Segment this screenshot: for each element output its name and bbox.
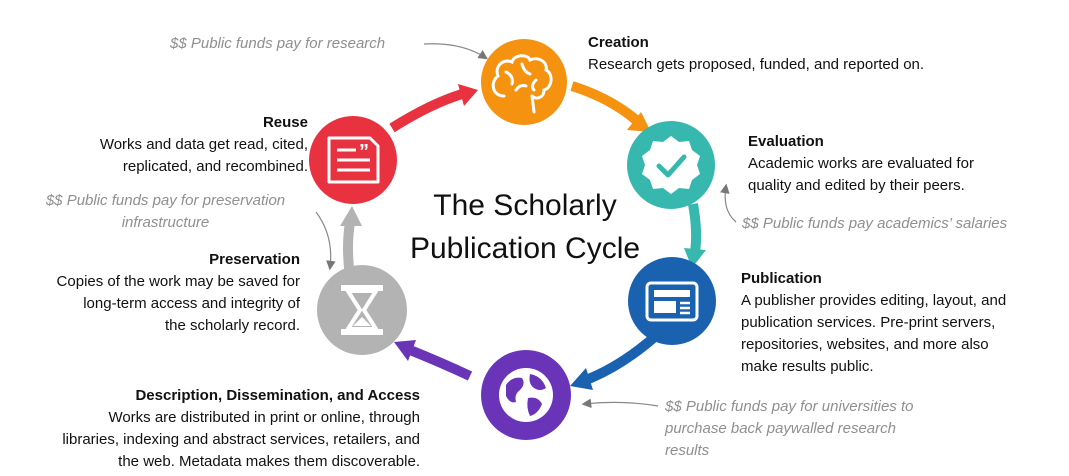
preservation-desc-line: long-term access and integrity of — [83, 295, 300, 312]
note-university-funding: $$ Public funds pay for universities to … — [665, 396, 913, 462]
creation-text: Creation Research gets proposed, funded,… — [588, 32, 924, 76]
diagram-title: The Scholarly Publication Cycle — [380, 184, 670, 270]
creation-node — [481, 39, 567, 125]
description-node — [481, 350, 571, 440]
checkmark-badge-icon — [642, 136, 700, 194]
evaluation-text: Evaluation Academic works are evaluated … — [748, 131, 974, 197]
svg-text:”: ” — [359, 141, 369, 163]
note-preservation-line: infrastructure — [121, 214, 210, 231]
preservation-heading: Preservation — [209, 251, 300, 268]
note-pointers — [315, 43, 737, 409]
evaluation-node — [627, 121, 715, 209]
quote-document-icon: ” — [327, 136, 380, 184]
title-line-1: The Scholarly — [433, 189, 617, 222]
publication-desc-line: make results public. — [741, 358, 874, 375]
note-research-funding: $$ Public funds pay for research — [170, 35, 386, 52]
description-heading: Description, Dissemination, and Access — [135, 387, 420, 404]
publication-node — [628, 257, 716, 345]
publication-desc-line: publication services. Pre-print servers, — [741, 314, 996, 331]
note-preservation-line: $$ Public funds pay for preservation — [45, 192, 286, 209]
arrow-description-to-preservation — [394, 340, 473, 381]
note-university-line: purchase back paywalled research — [665, 420, 896, 437]
preservation-desc-line: the scholarly record. — [164, 317, 300, 334]
evaluation-heading: Evaluation — [748, 133, 824, 150]
description-desc-line: the web. Metadata makes them discoverabl… — [118, 453, 420, 470]
evaluation-desc-line: Academic works are evaluated for — [748, 155, 974, 172]
newspaper-icon — [645, 281, 699, 322]
creation-description: Research gets proposed, funded, and repo… — [588, 56, 925, 73]
preservation-desc-line: Copies of the work may be saved for — [56, 273, 300, 290]
publication-desc-line: repositories, websites, and more also — [741, 336, 989, 353]
arrow-publication-to-description — [570, 330, 662, 390]
publication-heading: Publication — [741, 270, 822, 287]
description-desc-line: libraries, indexing and abstract service… — [62, 431, 420, 448]
globe-icon — [499, 368, 553, 422]
description-text: Description, Dissemination, and Access W… — [0, 385, 420, 473]
note-university-line: results — [665, 442, 710, 459]
brain-icon — [491, 54, 553, 114]
title-line-2: Publication Cycle — [409, 232, 641, 265]
reuse-desc-line: replicated, and recombined. — [122, 158, 308, 175]
description-desc-line: Works are distributed in print or online… — [108, 409, 420, 426]
arrow-reuse-to-creation — [389, 84, 478, 133]
note-salaries-funding: $$ Public funds pay academics’ salaries — [742, 215, 1008, 232]
preservation-text: Preservation Copies of the work may be s… — [0, 249, 300, 337]
publication-desc-line: A publisher provides editing, layout, an… — [741, 292, 1007, 309]
note-preservation-funding: $$ Public funds pay for preservation inf… — [28, 190, 303, 234]
arrow-evaluation-to-publication — [684, 203, 706, 268]
arrow-creation-to-evaluation — [570, 81, 651, 132]
note-university-line: $$ Public funds pay for universities to — [665, 398, 914, 415]
preservation-node — [317, 265, 407, 355]
publication-text: Publication A publisher provides editing… — [741, 268, 1006, 378]
reuse-heading: Reuse — [262, 114, 308, 131]
creation-heading: Creation — [588, 34, 649, 51]
evaluation-desc-line: quality and edited by their peers. — [748, 177, 965, 194]
reuse-text: Reuse Works and data get read, cited, re… — [8, 112, 308, 178]
hourglass-icon — [341, 285, 383, 335]
reuse-desc-line: Works and data get read, cited, — [99, 136, 308, 153]
reuse-node: ” — [309, 116, 397, 204]
